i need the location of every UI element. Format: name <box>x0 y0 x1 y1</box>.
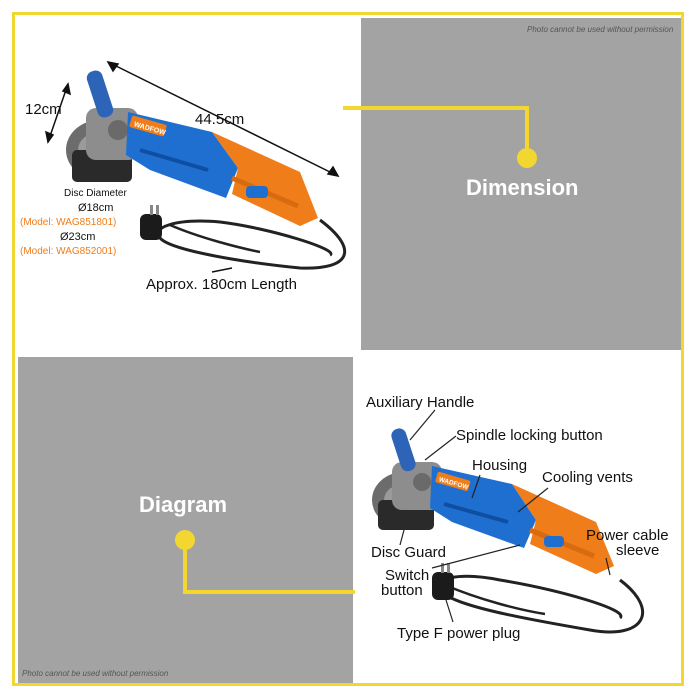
disc-diameter-23: Ø23cm <box>60 231 96 243</box>
label-power-cable-sleeve-2: sleeve <box>616 542 660 559</box>
auxiliary-handle-bottom <box>391 428 416 472</box>
callout-lines <box>399 409 611 623</box>
disc-diameter-18: Ø18cm <box>78 202 114 214</box>
dimension-arrows <box>44 60 340 273</box>
angle-grinder-top: WADFOW <box>66 70 347 270</box>
label-type-f-power-plug: Type F power plug <box>397 625 521 642</box>
diagram-dot <box>175 530 195 550</box>
plug-icon-bottom <box>432 563 454 600</box>
auxiliary-handle <box>86 70 114 118</box>
power-cable <box>156 218 347 270</box>
label-disc-guard: Disc Guard <box>371 544 447 561</box>
label-auxiliary-handle: Auxiliary Handle <box>366 394 475 411</box>
dimension-connector <box>343 106 529 156</box>
label-spindle-locking-button: Spindle locking button <box>456 427 603 444</box>
diagram-connector <box>183 542 355 594</box>
model-wag852001: (Model: WAG852001) <box>20 246 117 257</box>
dimension-label: Dimension <box>466 175 579 200</box>
power-cable-bottom <box>437 574 644 634</box>
disc-diameter-title: Disc Diameter <box>64 188 127 199</box>
diagram-label-panel <box>18 357 353 683</box>
dimension-label-panel <box>361 18 681 350</box>
permission-note-top: Photo cannot be used without permission <box>527 25 674 34</box>
angle-grinder-bottom: WADFOW <box>372 428 644 634</box>
label-housing: Housing <box>472 457 528 474</box>
plug-icon <box>140 205 162 240</box>
label-switch-button-1: Switch <box>385 567 430 584</box>
label-power-cable-sleeve-1: Power cable <box>586 527 669 544</box>
cable-length: Approx. 180cm Length <box>146 276 297 293</box>
diagram-label: Diagram <box>139 492 228 517</box>
label-switch-button-2: button <box>381 582 423 599</box>
height-dimension: 12cm <box>25 101 62 118</box>
permission-note-bottom: Photo cannot be used without permission <box>22 669 169 678</box>
label-cooling-vents: Cooling vents <box>542 469 633 486</box>
length-dimension: 44.5cm <box>195 111 245 128</box>
model-wag851801: (Model: WAG851801) <box>20 217 117 228</box>
dimension-dot <box>517 148 537 168</box>
